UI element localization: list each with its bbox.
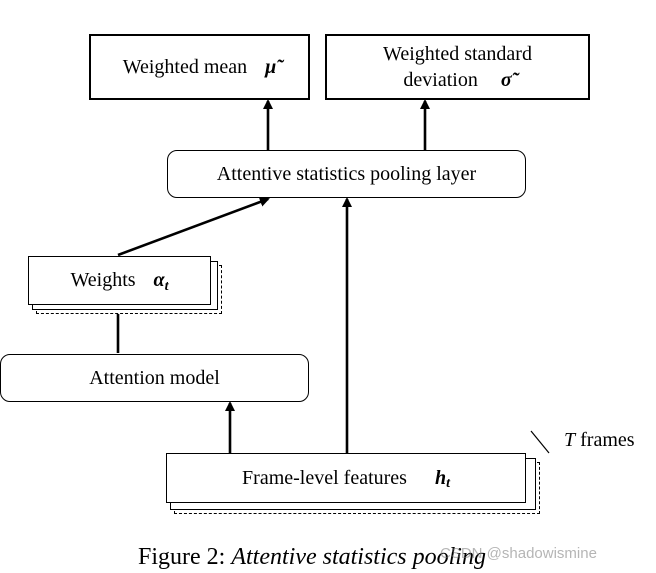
weighted-std-symbol: σ̃ [500, 69, 512, 91]
attention-model-box: Attention model [0, 354, 309, 402]
frame-features-symbol: h [434, 466, 447, 489]
weighted-mean-box: Weighted mean μ̃ [89, 34, 310, 100]
weighted-std-label-line2: deviation [403, 69, 478, 91]
frame-features-label: Frame-level features [242, 466, 407, 489]
weighted-std-label-line2-wrap: deviation σ̃ [403, 67, 511, 93]
weighted-std-label-line1: Weighted standard [383, 43, 532, 65]
pooling-layer-box: Attentive statistics pooling layer [167, 150, 526, 198]
figure-caption: Figure 2: Attentive statistics pooling [138, 544, 486, 571]
weights-symbol: α [153, 269, 165, 291]
weights-label: Weights [70, 269, 136, 291]
frames-symbol: T [564, 429, 576, 451]
attention-model-label: Attention model [89, 366, 220, 389]
weighted-std-box: Weighted standard deviation σ̃ [325, 34, 590, 100]
frames-tick [530, 430, 550, 454]
frame-features-symbol-sub: t [446, 476, 450, 491]
watermark-text: CSDN @shadowismine [440, 545, 597, 562]
arrow-weights-to-pooling [117, 197, 270, 257]
weights-symbol-sub: t [164, 278, 169, 294]
weighted-mean-symbol: μ̃ [265, 55, 277, 78]
pooling-layer-label: Attentive statistics pooling layer [216, 162, 477, 185]
weighted-mean-label: Weighted mean [122, 55, 248, 78]
figure-number: Figure 2: [138, 544, 226, 570]
figure-title: Attentive statistics pooling [231, 544, 486, 570]
frames-count-label: T frames [564, 429, 635, 452]
frames-text: frames [580, 429, 635, 451]
